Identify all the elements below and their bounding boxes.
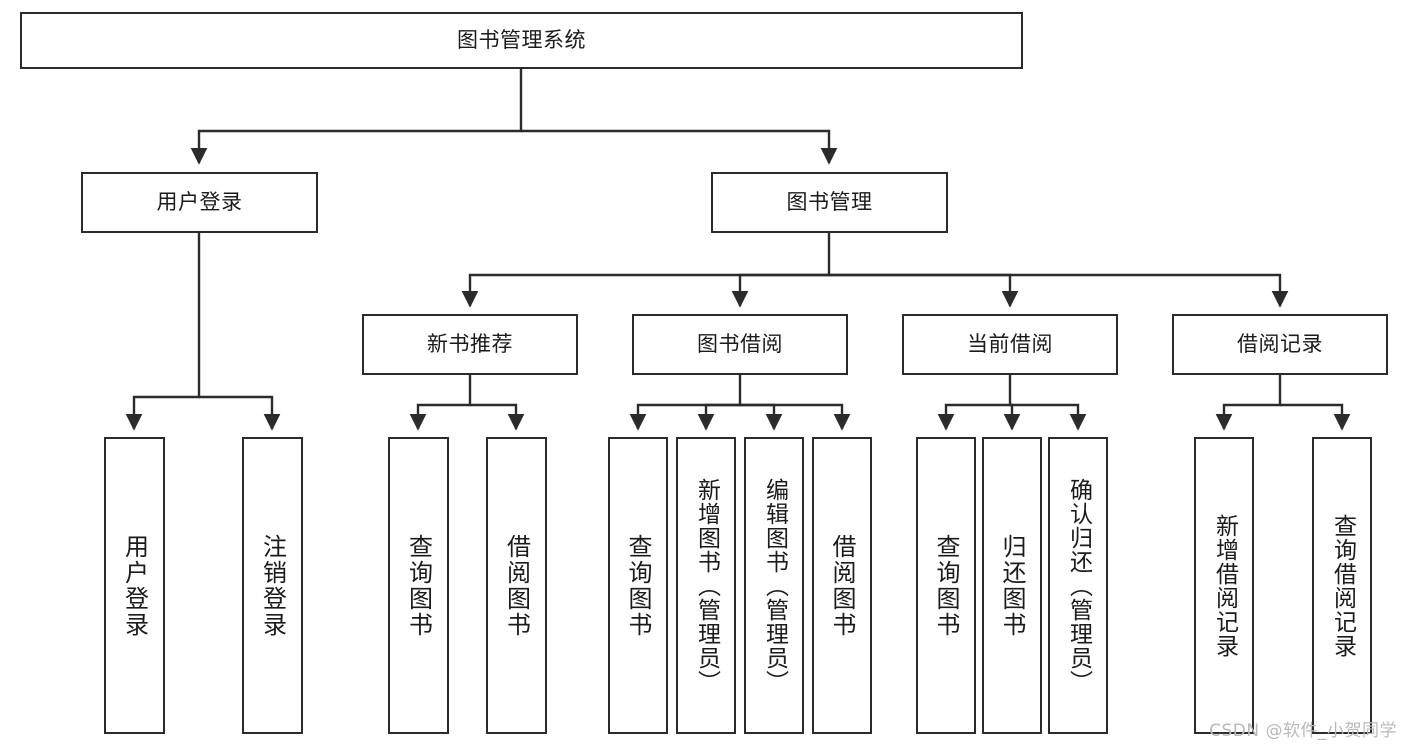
node-leaf-query-borrow-record[interactable]: 查询借阅记录 bbox=[1312, 437, 1372, 734]
csdn-watermark: CSDN @软件_小贺同学 bbox=[1209, 721, 1397, 741]
edge-user-login-to-leaf-user-login bbox=[125, 233, 201, 431]
edge-new-book-recommend-to-leaf-query-book bbox=[409, 375, 472, 431]
edge-current-borrow-to-leaf-query-book bbox=[937, 375, 1012, 431]
node-root-label: 图书管理系统 bbox=[457, 28, 586, 53]
node-borrow-record[interactable]: 借阅记录 bbox=[1172, 314, 1388, 375]
node-leaf-query-book-borrow-label: 查询图书 bbox=[624, 533, 652, 638]
edge-root-to-user-login bbox=[190, 69, 523, 165]
node-book-borrow[interactable]: 图书借阅 bbox=[632, 314, 848, 375]
node-leaf-add-borrow-record-label: 新增借阅记录 bbox=[1211, 513, 1238, 658]
edge-current-borrow-to-leaf-confirm-return bbox=[1010, 403, 1087, 431]
node-leaf-borrow-book[interactable]: 借阅图书 bbox=[812, 437, 872, 734]
node-user-login-label: 用户登录 bbox=[156, 190, 243, 215]
node-borrow-record-label: 借阅记录 bbox=[1237, 332, 1323, 357]
node-leaf-logout[interactable]: 注销登录 bbox=[242, 437, 303, 734]
node-leaf-confirm-return-admin[interactable]: 确认归还（管理员） bbox=[1048, 437, 1108, 734]
node-user-login[interactable]: 用户登录 bbox=[81, 172, 318, 233]
edge-new-book-recommend-to-leaf-borrow-book bbox=[470, 403, 525, 431]
edge-book-borrow-to-leaf-add-book bbox=[697, 403, 740, 431]
node-book-management[interactable]: 图书管理 bbox=[711, 172, 948, 233]
edge-user-login-to-leaf-logout bbox=[199, 395, 281, 431]
edge-borrow-record-to-leaf-query-record bbox=[1280, 403, 1351, 431]
node-leaf-query-book-recommend[interactable]: 查询图书 bbox=[388, 437, 449, 734]
node-leaf-query-book-current[interactable]: 查询图书 bbox=[916, 437, 976, 734]
node-leaf-add-book-admin[interactable]: 新增图书（管理员） bbox=[676, 437, 736, 734]
node-book-management-label: 图书管理 bbox=[786, 190, 873, 215]
node-root[interactable]: 图书管理系统 bbox=[20, 12, 1023, 69]
edge-root-to-book-management bbox=[521, 129, 838, 165]
edge-book-management-to-current-borrow bbox=[829, 273, 1019, 308]
edge-book-borrow-to-leaf-borrow-book bbox=[740, 403, 851, 431]
edge-borrow-record-to-leaf-add-record bbox=[1215, 375, 1282, 431]
node-leaf-query-borrow-record-label: 查询借阅记录 bbox=[1329, 513, 1356, 658]
node-new-book-recommend-label: 新书推荐 bbox=[427, 332, 513, 357]
node-current-borrow-label: 当前借阅 bbox=[967, 332, 1053, 357]
node-leaf-edit-book-admin[interactable]: 编辑图书（管理员） bbox=[744, 437, 804, 734]
node-leaf-logout-label: 注销登录 bbox=[258, 533, 287, 638]
node-leaf-return-book[interactable]: 归还图书 bbox=[982, 437, 1042, 734]
edge-book-management-to-new-book-recommend bbox=[461, 233, 831, 308]
edge-book-borrow-to-leaf-edit-book bbox=[740, 403, 783, 431]
edge-book-borrow-to-leaf-query-book bbox=[629, 375, 742, 431]
node-leaf-borrow-book-recommend[interactable]: 借阅图书 bbox=[486, 437, 547, 734]
node-book-borrow-label: 图书借阅 bbox=[697, 332, 783, 357]
node-leaf-borrow-book-recommend-label: 借阅图书 bbox=[502, 533, 531, 638]
edge-book-management-to-borrow-record bbox=[829, 273, 1289, 308]
node-leaf-edit-book-admin-label: 编辑图书（管理员） bbox=[761, 477, 788, 694]
node-leaf-add-borrow-record[interactable]: 新增借阅记录 bbox=[1194, 437, 1254, 734]
node-leaf-return-book-label: 归还图书 bbox=[998, 533, 1026, 638]
node-leaf-query-book-current-label: 查询图书 bbox=[932, 533, 960, 638]
node-leaf-borrow-book-label: 借阅图书 bbox=[828, 533, 856, 638]
node-new-book-recommend[interactable]: 新书推荐 bbox=[362, 314, 578, 375]
edge-book-management-to-book-borrow bbox=[731, 273, 829, 308]
node-leaf-add-book-admin-label: 新增图书（管理员） bbox=[693, 477, 720, 694]
node-leaf-query-book-borrow[interactable]: 查询图书 bbox=[608, 437, 668, 734]
node-leaf-confirm-return-admin-label: 确认归还（管理员） bbox=[1065, 477, 1092, 694]
edge-current-borrow-to-leaf-return-book bbox=[1003, 403, 1021, 431]
node-leaf-user-login[interactable]: 用户登录 bbox=[104, 437, 165, 734]
node-leaf-query-book-recommend-label: 查询图书 bbox=[404, 533, 433, 638]
node-leaf-user-login-label: 用户登录 bbox=[120, 533, 149, 638]
node-current-borrow[interactable]: 当前借阅 bbox=[902, 314, 1118, 375]
